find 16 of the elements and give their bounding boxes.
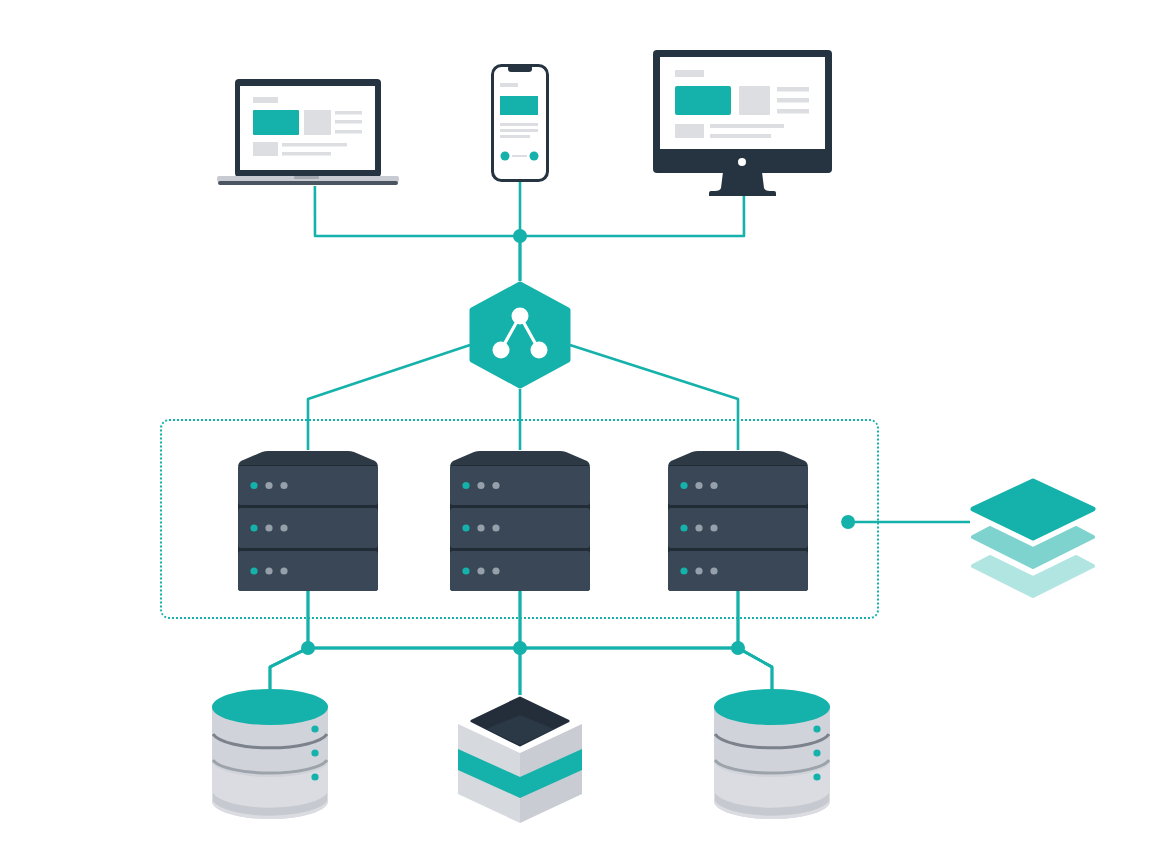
- storage-cube-illustration: [458, 695, 582, 823]
- connector-line: [306, 343, 471, 450]
- connector-line: [841, 515, 970, 529]
- connector-line: [518, 196, 746, 281]
- laptop-illustration: [217, 79, 399, 186]
- dashed-group-boundary: [160, 419, 879, 619]
- layers-illustration: [970, 478, 1096, 599]
- connector-line: [569, 343, 740, 450]
- server-illustration: [450, 450, 590, 591]
- smartphone-illustration: [491, 64, 549, 182]
- server-illustration: [238, 450, 378, 591]
- desktop-monitor-illustration: [653, 50, 832, 196]
- server-illustration: [668, 450, 808, 591]
- connector-line: [518, 389, 522, 450]
- hexagon-node: [469, 281, 571, 389]
- connector-line: [736, 591, 774, 689]
